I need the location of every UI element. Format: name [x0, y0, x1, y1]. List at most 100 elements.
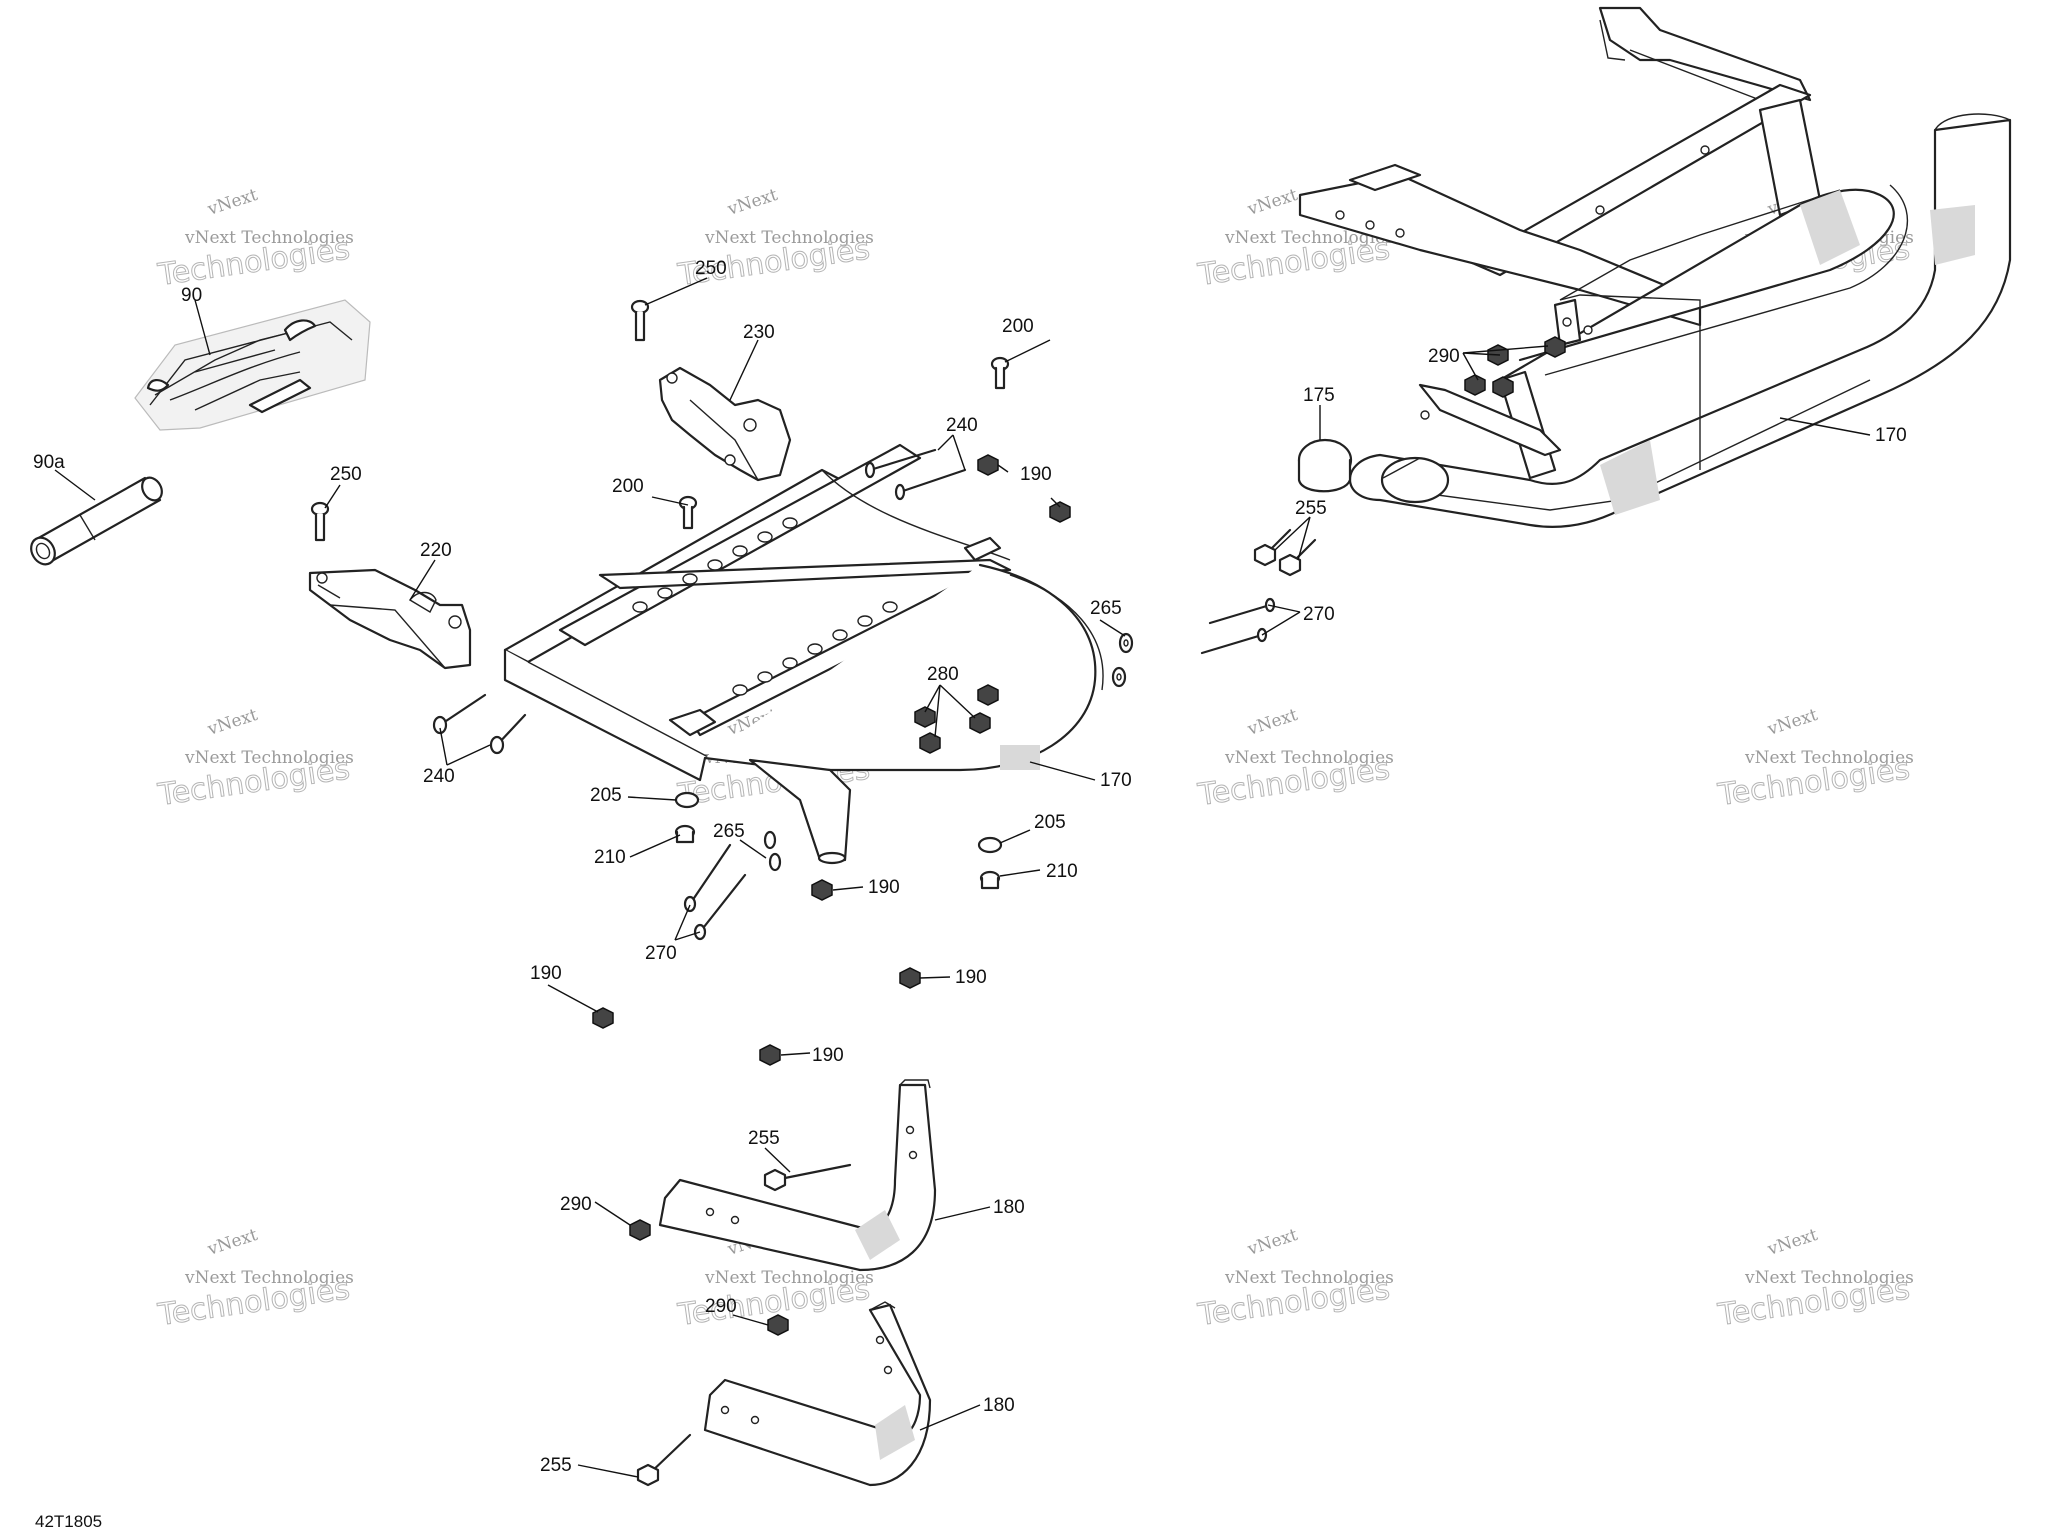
callout-280: 280: [927, 664, 959, 685]
svg-text:vNext: vNext: [1244, 1225, 1300, 1260]
washer-205-icon: [674, 791, 700, 809]
svg-text:vNext: vNext: [724, 185, 780, 220]
callout-180-upper: 180: [993, 1197, 1025, 1218]
watermark: vNext vNext Technologies Technologies: [155, 185, 354, 294]
nut-210-icon: [979, 870, 1001, 890]
callout-200-left: 200: [612, 476, 644, 497]
watermark: vNext vNext Technologies Technologies: [155, 705, 354, 814]
nut-190-icon: [1049, 501, 1071, 523]
nut-190-icon: [811, 879, 833, 901]
pin-240-icon: [432, 693, 487, 735]
frame-holes: [632, 517, 898, 696]
bracket-220-illustration: [308, 568, 472, 670]
washer-265-icon: [768, 852, 782, 872]
washer-205-icon: [977, 836, 1003, 854]
bolt-255-icon: [1253, 528, 1292, 567]
callout-290-right: 290: [1428, 346, 1460, 367]
callout-170-right: 170: [1875, 425, 1907, 446]
callout-90a: 90a: [33, 452, 65, 473]
watermark: vNext vNext Technologies Technologies: [1195, 1225, 1394, 1334]
pin-240-icon: [894, 468, 967, 501]
svg-text:vNext Technologies: vNext Technologies: [1224, 1268, 1394, 1288]
callout-265-right: 265: [1090, 598, 1122, 619]
callout-255-right: 255: [1295, 498, 1327, 519]
svg-text:vNext: vNext: [1764, 1225, 1820, 1260]
svg-text:vNext Technologies: vNext Technologies: [184, 1268, 354, 1288]
bolt-270-icon: [1208, 597, 1276, 625]
watermark: vNext vNext Technologies Technologies: [1715, 1225, 1914, 1334]
callout-90: 90: [181, 285, 202, 306]
callout-205-left: 205: [590, 785, 622, 806]
washer-265-icon: [1118, 632, 1134, 654]
svg-text:vNext: vNext: [204, 1225, 260, 1260]
nut-290-icon: [767, 1314, 789, 1336]
callout-290-middle: 290: [560, 1194, 592, 1215]
callout-210-left: 210: [594, 847, 626, 868]
callout-190-top: 190: [1020, 464, 1052, 485]
socket-wrench-illustration: [30, 476, 163, 566]
callout-250-left: 250: [330, 464, 362, 485]
watermark: vNext vNext Technologies Technologies: [675, 185, 874, 294]
nut-190-icon: [592, 1007, 614, 1029]
leader-lines: [54, 277, 1871, 1478]
nut-210-icon: [674, 824, 696, 844]
callout-270-bottom: 270: [645, 943, 677, 964]
bolt-255-icon: [763, 1163, 852, 1192]
svg-text:vNext: vNext: [204, 705, 260, 740]
document-id: 42T1805: [35, 1512, 102, 1531]
step-180-upper-illustration: [658, 1079, 937, 1272]
nut-190-icon: [759, 1044, 781, 1066]
pin-240-icon: [864, 448, 937, 479]
svg-text:vNext Technologies: vNext Technologies: [1224, 748, 1394, 768]
bracket-230-illustration: [658, 366, 792, 482]
step-180-lower-illustration: [703, 1301, 932, 1487]
bolt-255-icon: [636, 1433, 692, 1487]
callout-230: 230: [743, 322, 775, 343]
svg-text:vNext: vNext: [1764, 705, 1820, 740]
nut-290-icon: [1544, 336, 1566, 358]
svg-text:vNext Technologies: vNext Technologies: [1744, 1268, 1914, 1288]
plug-175-illustration: [1297, 438, 1353, 493]
nut-280-icon: [977, 684, 999, 706]
svg-text:vNext Technologies: vNext Technologies: [704, 228, 874, 248]
fasteners: [310, 299, 1566, 1487]
nut-190-icon: [899, 967, 921, 989]
svg-text:vNext: vNext: [1244, 705, 1300, 740]
callout-205-right: 205: [1034, 812, 1066, 833]
svg-text:vNext Technologies: vNext Technologies: [1744, 748, 1914, 768]
callout-250-top: 250: [695, 258, 727, 279]
callout-255-middle: 255: [748, 1128, 780, 1149]
callout-170-center: 170: [1100, 770, 1132, 791]
callout-270-right: 270: [1303, 604, 1335, 625]
svg-text:vNext Technologies: vNext Technologies: [184, 228, 354, 248]
callout-255-bottom: 255: [540, 1455, 572, 1476]
bolt-270-icon: [683, 843, 732, 913]
svg-text:vNext: vNext: [204, 185, 260, 220]
screw-250-icon: [310, 501, 330, 542]
svg-text:vNext Technologies: vNext Technologies: [184, 748, 354, 768]
washer-265-icon: [763, 830, 777, 850]
callout-190-lower: 190: [955, 967, 987, 988]
nut-290-icon: [1464, 374, 1486, 396]
screw-200-icon: [990, 356, 1010, 390]
nut-190-icon: [977, 454, 999, 476]
screw-200-icon: [678, 495, 698, 530]
callout-180-lower: 180: [983, 1395, 1015, 1416]
callout-190-left: 190: [530, 963, 562, 984]
nut-290-icon: [1492, 376, 1514, 398]
watermark: vNext vNext Technologies Technologies: [1195, 705, 1394, 814]
pin-240-icon: [489, 713, 527, 755]
callout-240-bottom: 240: [423, 766, 455, 787]
callout-210-right: 210: [1046, 861, 1078, 882]
svg-text:vNext Technologies: vNext Technologies: [704, 1268, 874, 1288]
bumper-170-right-illustration: [1298, 6, 2012, 528]
callout-240-top: 240: [946, 415, 978, 436]
nut-280-icon: [914, 706, 936, 728]
callout-labels: 90 90a 250 220 250 230 200 200 240 240 1…: [33, 258, 1907, 1476]
cargo-frame-170-center-illustration: [503, 443, 1104, 865]
callout-220: 220: [420, 540, 452, 561]
callout-175: 175: [1303, 385, 1335, 406]
callout-290-lower: 290: [705, 1296, 737, 1317]
callout-190-center: 190: [868, 877, 900, 898]
